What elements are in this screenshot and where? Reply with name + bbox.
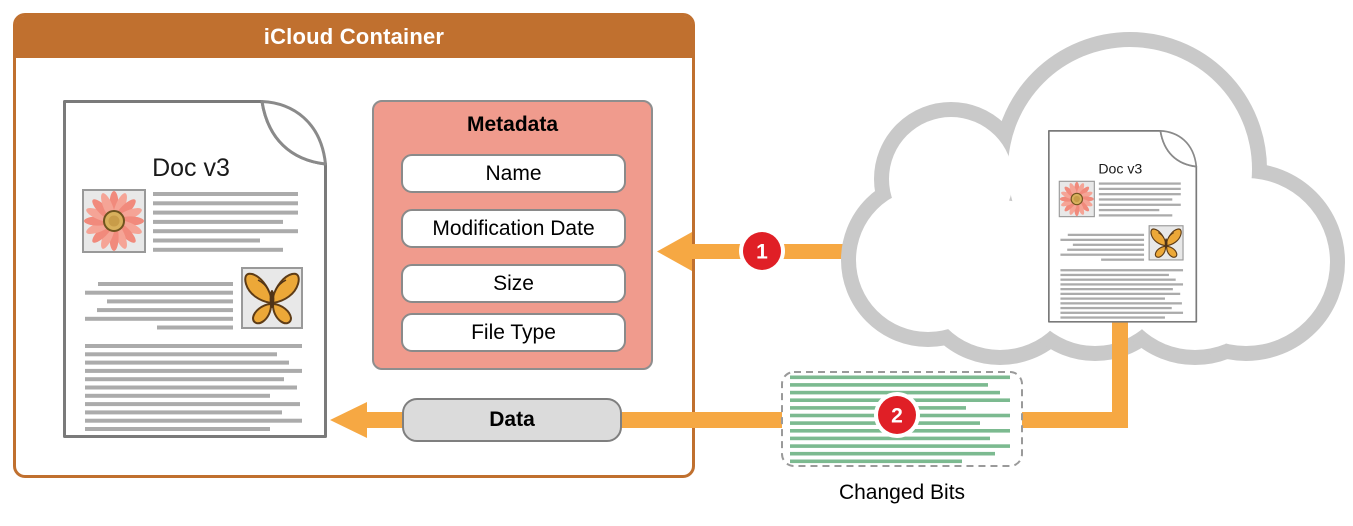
changed-bits-box: 2 [781,371,1023,467]
metadata-title: Metadata [466,113,559,136]
data-pill-label: Data [489,408,535,431]
step1-arrowhead-icon [657,232,692,271]
metadata-field-size: Size [401,264,626,303]
metadata-field-modification-date: Modification Date [401,209,626,248]
cloud-document-label: Doc v3 [1098,161,1142,177]
metadata-panel: Metadata Name Modification Date Size Fil… [372,100,653,370]
container-document-icon: Doc v3 [63,100,327,438]
icloud-container-header: iCloud Container [16,16,692,58]
step2-arrowhead-icon [330,402,367,438]
cloud-document-icon: Doc v3 [1047,129,1198,323]
data-pill: Data [402,398,622,442]
step2-badge-label: 2 [891,405,903,428]
container-document-label: Doc v3 [152,154,230,182]
step1-badge: 1 [739,228,785,274]
step2-badge: 2 [874,392,920,438]
metadata-field-name: Name [401,154,626,193]
changed-bits-caption: Changed Bits [838,481,966,504]
metadata-field-file-type: File Type [401,313,626,352]
step1-badge-label: 1 [756,241,768,264]
icloud-container-title: iCloud Container [263,24,445,49]
